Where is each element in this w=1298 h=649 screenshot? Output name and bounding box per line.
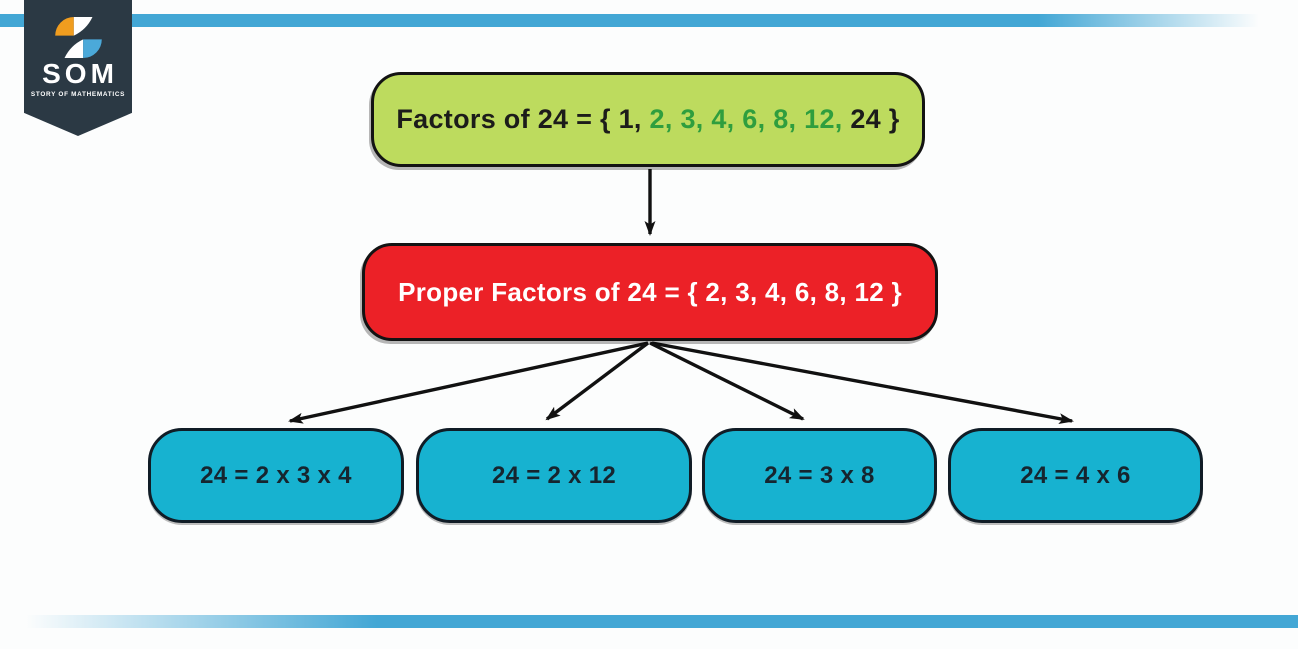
arrow-proper-to-fact-1 — [288, 341, 649, 424]
factorization-label: 24 = 4 x 6 — [1020, 461, 1131, 489]
som-logo-badge: SOM STORY OF MATHEMATICS — [24, 0, 132, 136]
factors-of-24-box: Factors of 24 = { 1, 2, 3, 4, 6, 8, 12, … — [371, 72, 925, 167]
factors-segment-dark-1: Factors of 24 = { 1, — [396, 104, 650, 134]
factorization-box-2x3x4: 24 = 2 x 3 x 4 — [148, 428, 404, 523]
factorization-box-4x6: 24 = 4 x 6 — [948, 428, 1203, 523]
brand-tagline: STORY OF MATHEMATICS — [30, 91, 126, 98]
proper-factors-label: Proper Factors of 24 = { 2, 3, 4, 6, 8, … — [398, 277, 902, 307]
proper-factors-of-24-box: Proper Factors of 24 = { 2, 3, 4, 6, 8, … — [362, 243, 938, 341]
factorization-box-3x8: 24 = 3 x 8 — [702, 428, 937, 523]
factorization-label: 24 = 2 x 3 x 4 — [200, 461, 352, 489]
factors-segment-dark-2: 24 } — [842, 104, 900, 134]
brand-name: SOM — [42, 58, 118, 89]
som-logo-icon — [54, 17, 102, 58]
factors-segment-green: 2, 3, 4, 6, 8, 12, — [649, 104, 843, 134]
factorization-box-2x12: 24 = 2 x 12 — [416, 428, 692, 523]
arrow-proper-to-fact-2 — [545, 341, 650, 421]
arrow-proper-to-fact-4 — [651, 341, 1074, 425]
arrow-proper-to-fact-3 — [649, 341, 805, 421]
factorization-label: 24 = 3 x 8 — [764, 461, 875, 489]
top-accent-bar — [0, 14, 1298, 27]
bottom-accent-bar — [0, 615, 1298, 628]
factorization-label: 24 = 2 x 12 — [491, 461, 617, 489]
